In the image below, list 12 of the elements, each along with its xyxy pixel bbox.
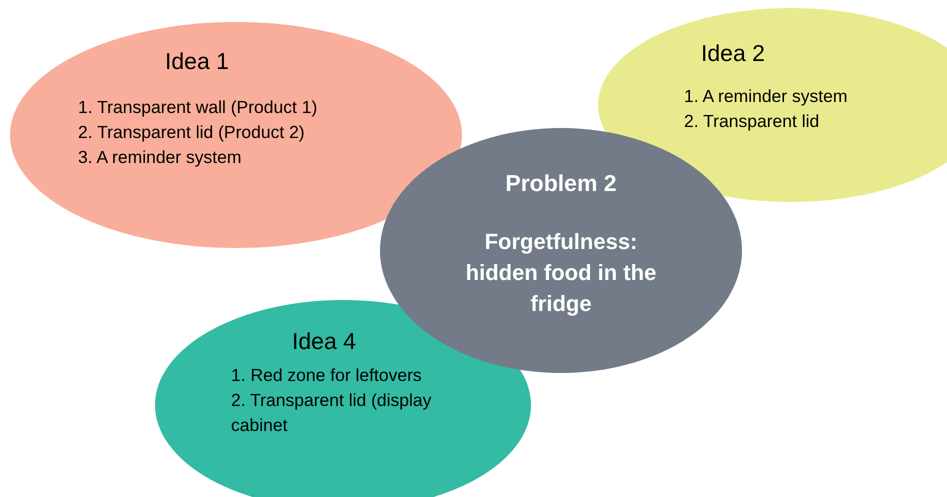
list-item: 1. Transparent wall (Product 1) <box>78 96 318 119</box>
heading: Idea 2 <box>701 39 765 68</box>
heading: Problem 2 <box>504 169 618 198</box>
heading: Idea 4 <box>292 327 356 356</box>
heading: Idea 1 <box>165 47 229 76</box>
list-item: 2. Transparent lid (Product 2) <box>78 121 306 144</box>
list-item: 1. A reminder system <box>684 85 848 108</box>
list-item: 2. Transparent lid <box>684 110 820 133</box>
list-item: 3. A reminder system <box>78 146 242 169</box>
list-item: 2. Transparent lid (display cabinet <box>231 389 432 437</box>
list-item: 1. Red zone for leftovers <box>231 364 423 387</box>
problem-text: Forgetfulness: hidden food in the fridge <box>464 228 658 318</box>
